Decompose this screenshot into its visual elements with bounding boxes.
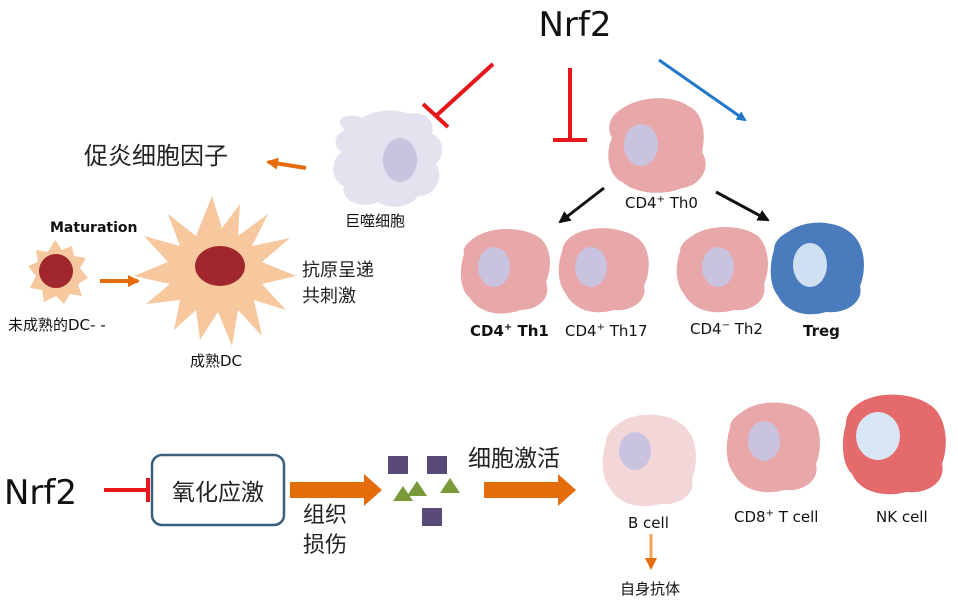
th17-cell bbox=[558, 228, 649, 313]
treg-nucleus bbox=[793, 243, 827, 287]
th17-nucleus bbox=[575, 247, 607, 287]
cytokine-arrow bbox=[266, 157, 307, 170]
th1-nucleus bbox=[478, 247, 510, 287]
treg-label: Treg bbox=[803, 322, 840, 340]
antigen-presentation-line2: 共刺激 bbox=[302, 286, 356, 307]
debris-square bbox=[427, 456, 447, 474]
treg-cell bbox=[770, 222, 864, 315]
oxidative-stress-label: 氧化应激 bbox=[172, 480, 264, 506]
immature-dc-cell bbox=[28, 240, 88, 304]
oxidative-stress-box bbox=[150, 453, 286, 527]
th0-nucleus bbox=[624, 124, 658, 166]
th0-label: CD4+ Th0 bbox=[625, 194, 698, 212]
mature-dc-cell bbox=[134, 196, 296, 346]
th2-nucleus bbox=[702, 247, 734, 287]
maturation-label: Maturation bbox=[50, 220, 137, 236]
th0-cell bbox=[608, 98, 706, 193]
tissue-damage-line2: 损伤 bbox=[303, 533, 347, 558]
inhibit-th0-arrow bbox=[553, 68, 587, 142]
debris-square bbox=[388, 456, 408, 474]
th1-cell bbox=[460, 229, 550, 314]
immature-dc-label: 未成熟的DC- - bbox=[8, 316, 106, 334]
mature-dc-label: 成熟DC bbox=[190, 352, 242, 370]
cell-activation-label: 细胞激活 bbox=[468, 446, 560, 472]
cd8-t-cell-label: CD8+ T cell bbox=[734, 508, 818, 526]
macrophage-label: 巨噬细胞 bbox=[345, 212, 405, 230]
immature-dc-nucleus bbox=[39, 254, 73, 288]
activate-treg-arrow bbox=[658, 58, 747, 122]
inhibit-macrophage-arrow bbox=[421, 62, 495, 129]
debris-triangle bbox=[393, 486, 413, 501]
debris-triangle bbox=[440, 478, 460, 493]
mature-dc-nucleus bbox=[195, 246, 245, 286]
debris-triangle bbox=[407, 481, 427, 496]
nk-cell-nucleus bbox=[856, 412, 900, 460]
nk-cell bbox=[842, 394, 946, 495]
antigen-presentation-line1: 抗原呈递 bbox=[302, 260, 374, 281]
macrophage-cell bbox=[333, 110, 443, 207]
b-cell bbox=[602, 414, 696, 507]
b-cell-label: B cell bbox=[628, 514, 669, 532]
nrf2-bottom: Nrf2 bbox=[4, 473, 77, 513]
pro-inflammatory-label: 促炎细胞因子 bbox=[84, 142, 228, 170]
th2-cell bbox=[676, 227, 768, 313]
cd8-t-cell-nucleus bbox=[748, 421, 780, 461]
th1-label: CD4+ Th1 bbox=[470, 322, 549, 340]
th17-label: CD4+ Th17 bbox=[565, 322, 648, 340]
th0-to-th1-arrow bbox=[558, 186, 605, 224]
th2-label: CD4− Th2 bbox=[690, 320, 763, 338]
damage-debris bbox=[388, 456, 460, 526]
debris-square bbox=[422, 508, 442, 526]
cd8-t-cell bbox=[726, 402, 820, 493]
cell-activation-arrow bbox=[484, 474, 576, 506]
inhibit-oxidative-stress-arrow bbox=[104, 478, 150, 502]
nk-cell-label: NK cell bbox=[876, 508, 928, 526]
autoantibody-label: 自身抗体 bbox=[620, 580, 680, 598]
tissue-damage-line1: 组织 bbox=[303, 503, 347, 528]
macrophage-nucleus bbox=[383, 138, 417, 182]
nrf2-title: Nrf2 bbox=[538, 5, 611, 45]
tissue-damage-arrow bbox=[290, 474, 382, 506]
b-cell-nucleus bbox=[619, 432, 651, 470]
th0-to-treg-arrow bbox=[715, 190, 770, 222]
